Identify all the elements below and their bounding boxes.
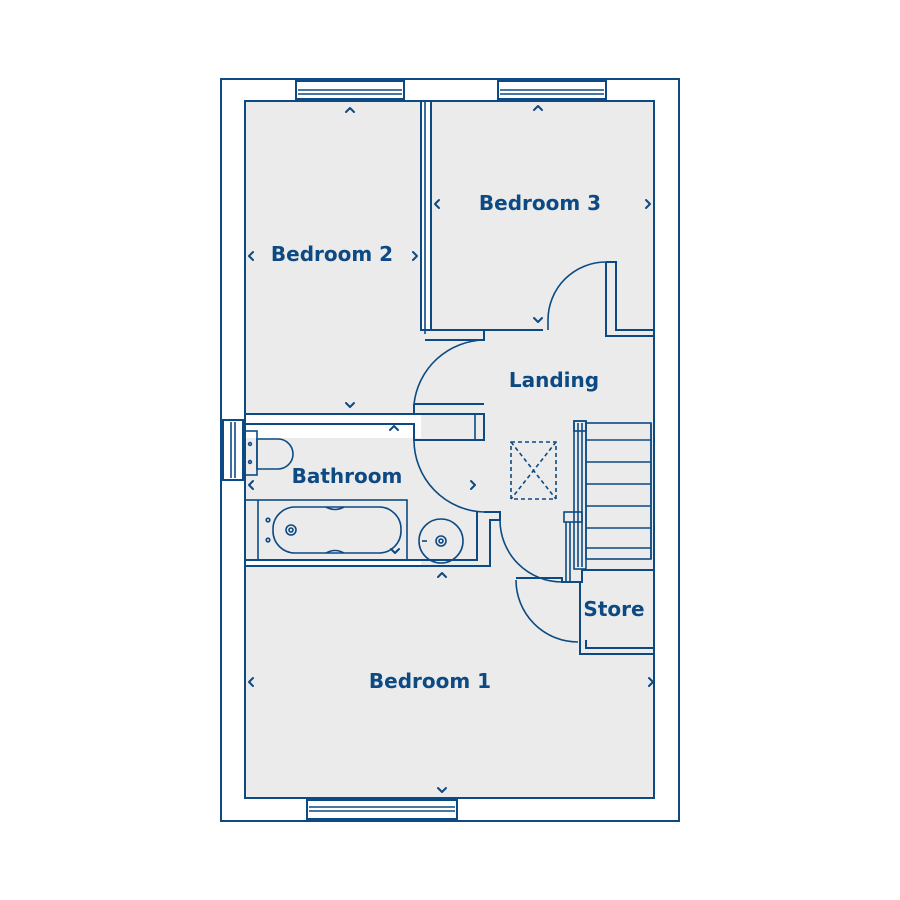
dimension-arrow-icon — [645, 199, 651, 209]
bedroom-2-floor — [245, 101, 421, 414]
room-label-store: Store — [583, 597, 644, 621]
dimension-arrow-icon — [248, 251, 254, 261]
dimension-arrow-icon — [434, 199, 440, 209]
dimension-arrow-icon — [648, 677, 654, 687]
toilet-icon — [244, 430, 294, 476]
dimension-arrow-icon — [389, 425, 399, 431]
door-swing-bathroom — [413, 439, 485, 513]
dimension-arrow-icon — [345, 402, 355, 408]
dimension-arrow-icon — [390, 548, 400, 554]
room-label-bedroom-1: Bedroom 1 — [369, 669, 491, 693]
dimension-arrow-icon — [437, 572, 447, 578]
partition-store — [516, 569, 654, 655]
bathroom-floor — [245, 438, 477, 560]
door-swing-store — [515, 579, 579, 643]
dimension-arrows — [248, 105, 654, 793]
loft-hatch-icon — [510, 441, 557, 500]
window-icon — [306, 799, 458, 820]
dimension-arrow-icon — [533, 317, 543, 323]
dimension-arrow-icon — [248, 677, 254, 687]
door-swing-bedroom3 — [547, 261, 607, 321]
room-label-bathroom: Bathroom — [292, 464, 403, 488]
dimension-arrow-icon — [345, 107, 355, 113]
bedroom-3-floor — [431, 101, 654, 330]
room-label-bedroom-3: Bedroom 3 — [479, 191, 601, 215]
door-swing-bedroom1 — [499, 519, 563, 583]
window-icon — [295, 80, 405, 100]
dimension-arrow-icon — [437, 787, 447, 793]
dimension-arrow-icon — [412, 251, 418, 261]
window-icon — [222, 419, 244, 481]
room-label-bedroom-2: Bedroom 2 — [271, 242, 393, 266]
room-label-landing: Landing — [509, 368, 599, 392]
bath-icon — [244, 499, 408, 561]
partition-bathroom-top — [245, 413, 485, 441]
basin-icon — [418, 518, 464, 564]
dimension-arrow-icon — [470, 480, 476, 490]
dimension-arrow-icon — [533, 105, 543, 111]
door-swing-bedroom2 — [413, 339, 485, 405]
partition-bedroom3-right — [605, 261, 654, 337]
bedroom-1-floor — [245, 566, 654, 798]
dimension-arrow-icon — [248, 480, 254, 490]
staircase-icon — [563, 420, 655, 582]
window-icon — [497, 80, 607, 100]
